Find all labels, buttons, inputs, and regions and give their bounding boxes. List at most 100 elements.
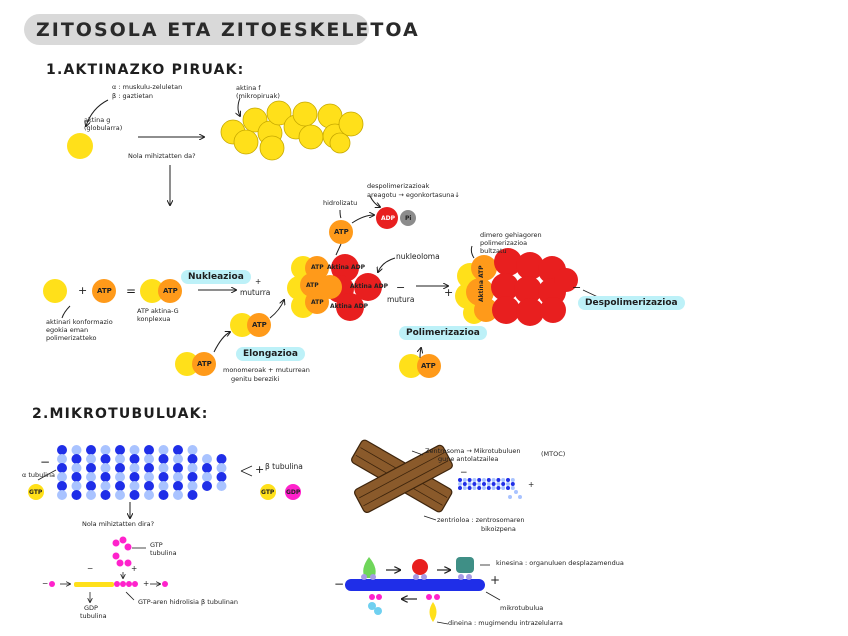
- tubulin-subunit-small: [506, 478, 510, 482]
- muturra-label: muturra: [240, 288, 271, 297]
- pi-molecule: [400, 210, 416, 226]
- gdp-dimer-magenta: [285, 484, 301, 500]
- alpha-note: α : muskulu-zeluletan: [112, 83, 183, 91]
- tubulin-subunit: [158, 490, 169, 500]
- section2-heading: 2.MIKROTUBULUAK:: [32, 406, 209, 422]
- atp-label-3: ATP: [252, 321, 267, 329]
- tubulin-subunit: [115, 481, 125, 491]
- tubulin-subunit-small: [458, 478, 462, 482]
- minus-end-1: −: [396, 281, 406, 294]
- tubulin-subunit: [202, 463, 212, 473]
- tubulin-subunit: [100, 481, 111, 491]
- atp-cluster-3: ATP: [311, 299, 324, 306]
- microtubule-lattice: [57, 445, 227, 500]
- tubulin-subunit: [187, 463, 198, 473]
- tubulin-subunit: [173, 481, 183, 491]
- elongation-complex-upper: [230, 313, 271, 337]
- tubulin-subunit: [158, 463, 169, 473]
- microtubule-label: mikrotubulua: [500, 604, 544, 612]
- tubulin-subunit: [57, 490, 67, 500]
- aktina-adp-2: Aktina ADP: [350, 283, 388, 290]
- plus-mark-scheme: +: [131, 564, 138, 573]
- centriole-note-1: zentrioloa : zentrosomaren: [437, 516, 525, 524]
- tubulin-subunit: [158, 481, 169, 491]
- assembly-row: [49, 581, 168, 587]
- atp-label-1: ATP: [97, 287, 112, 295]
- hydrolysis-label: hidrolizatu: [323, 199, 358, 207]
- tubulin-subunit-small: [510, 482, 515, 486]
- tubulin-subunit: [100, 472, 111, 482]
- tubulin-subunit: [100, 454, 111, 464]
- monomer-note-2: genitu bereziki: [231, 375, 280, 383]
- plus-end-1: +: [255, 277, 262, 286]
- minus-end-mt: −: [40, 455, 51, 469]
- tubulin-subunit: [173, 472, 183, 482]
- tubulin-subunit: [202, 472, 212, 482]
- tubulin-subunit: [173, 454, 183, 464]
- complex-label-2: konplexua: [137, 315, 171, 323]
- tubulin-subunit: [129, 481, 140, 491]
- plus-mark-row: +: [143, 579, 150, 588]
- free-tubulin-dimer: [518, 495, 522, 499]
- tubulin-subunit: [216, 454, 227, 464]
- despol-note-1: despolimerizazioak: [367, 182, 430, 190]
- tubulin-subunit-small: [462, 482, 467, 486]
- tubulin-subunit-small: [491, 478, 496, 482]
- dimer-note-2: polimerizazioa: [480, 239, 528, 247]
- gtp-tubulin-label-1: GTP: [150, 541, 163, 549]
- tubulin-subunit: [71, 454, 82, 464]
- tubulin-subunit-small: [462, 486, 467, 490]
- tubulin-subunit-small: [482, 486, 486, 490]
- tubulin-subunit: [86, 472, 96, 482]
- tubulin-subunit-small: [477, 478, 482, 482]
- beta-note: β : gaztietan: [112, 92, 153, 100]
- monomer-note-1: monomeroak + muturrean: [223, 366, 310, 374]
- centrosome-note-1: Zentrosoma → Mikrotubuluen: [425, 447, 521, 455]
- actin-g-label: aktina g: [84, 116, 111, 124]
- tubulin-subunit: [86, 463, 96, 473]
- tubulin-subunit-small: [486, 486, 491, 490]
- dimer-note-1: dimero gehiagoren: [480, 231, 542, 239]
- tubulin-subunit: [86, 445, 96, 455]
- tubulin-subunit: [71, 463, 82, 473]
- page-title: ZITOSOLA ETA ZITOESKELETOA: [36, 19, 420, 41]
- tubulin-subunit-small: [458, 482, 462, 486]
- atp-label-4: ATP: [197, 360, 212, 368]
- tubulin-subunit-small: [477, 486, 482, 490]
- tubulin-subunit: [71, 445, 82, 455]
- mt-assembly-question: Nola mihiztatten dira?: [82, 520, 155, 528]
- gtp-tubulin-label-2: tubulina: [150, 549, 177, 557]
- tubulin-subunit: [144, 472, 154, 482]
- tubulin-subunit: [187, 481, 198, 491]
- tubulin-subunit-small: [501, 486, 506, 490]
- despol-note-2: areagotu → egonkortasuna↓: [367, 191, 460, 199]
- atp-label-top: ATP: [334, 228, 349, 236]
- tubulin-subunit-small: [467, 478, 472, 482]
- tubulin-subunit: [100, 490, 111, 500]
- free-tubulin-dimer: [508, 495, 512, 499]
- tubulin-subunit: [115, 445, 125, 455]
- tubulin-subunit: [57, 454, 67, 464]
- tubulin-subunit: [144, 481, 154, 491]
- alpha-tubulin-label: α tubulina: [22, 471, 55, 479]
- tubulin-subunit: [202, 454, 212, 464]
- centriole-note-2: bikoizpena: [481, 525, 516, 533]
- tubulin-subunit: [71, 490, 82, 500]
- atp-actin-complex: [140, 279, 182, 303]
- tubulin-subunit-small: [506, 482, 510, 486]
- centrosome-note-2: gune antolatzailea: [438, 455, 499, 463]
- tubulin-subunit: [86, 481, 96, 491]
- tubulin-subunit: [173, 445, 183, 455]
- aktina-adp-1: Aktina ADP: [327, 264, 365, 271]
- tubulin-subunit-small: [501, 478, 506, 482]
- plus-centrosome: +: [528, 480, 535, 489]
- gdp-tubulin-label-1: GDP: [84, 604, 98, 612]
- tubulin-subunit: [144, 490, 154, 500]
- centrosome-microtubule: [458, 478, 522, 499]
- adp-molecule: [376, 207, 398, 229]
- elongation-label: Elongazioa: [236, 347, 305, 361]
- gtp-label-left: GTP: [29, 489, 43, 496]
- atp-cluster-2: ATP: [306, 282, 319, 289]
- tubulin-subunit-small: [477, 482, 482, 486]
- minus-track: −: [334, 577, 345, 591]
